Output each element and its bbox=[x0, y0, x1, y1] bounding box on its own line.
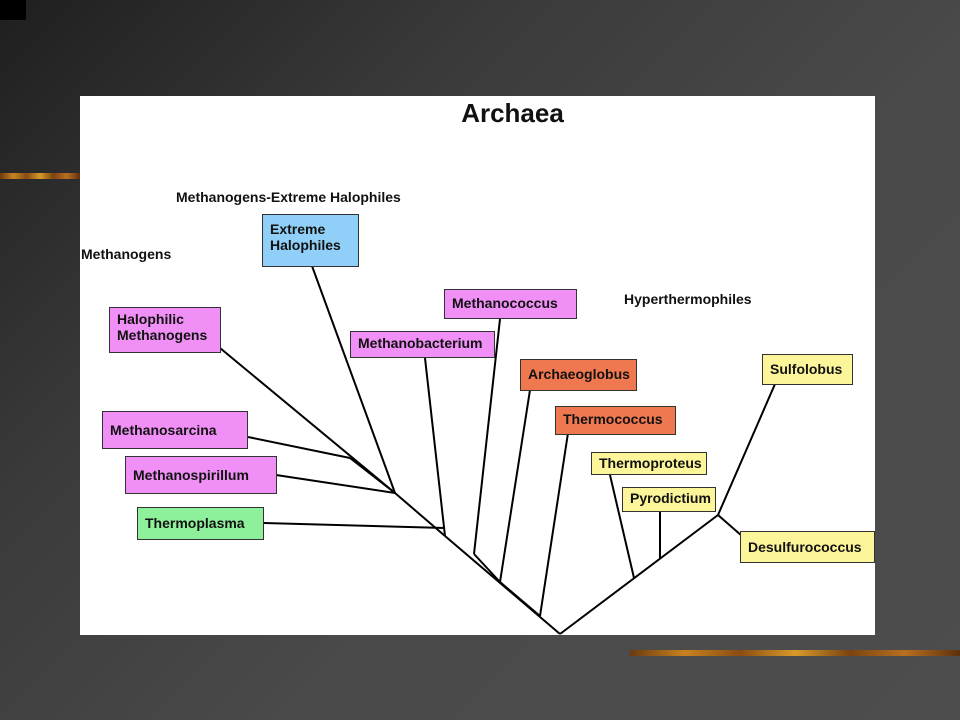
label-methanogens: Methanogens bbox=[81, 246, 172, 262]
branch-sulfolobus bbox=[717, 383, 776, 516]
branch-methanospirillum bbox=[275, 474, 396, 494]
node-label: Halophilic Methanogens bbox=[117, 311, 208, 343]
branch-extreme-halophiles bbox=[311, 265, 396, 494]
node-sulfolobus: Sulfolobus bbox=[762, 354, 853, 385]
branch-methanococcus bbox=[473, 318, 501, 555]
branch-methanobacterium bbox=[424, 357, 446, 537]
corner-square bbox=[0, 0, 26, 20]
node-methanosarcina: Methanosarcina bbox=[102, 411, 248, 449]
label-methanogens-extreme-halophiles: Methanogens-Extreme Halophiles bbox=[176, 189, 401, 205]
node-pyrodictium: Pyrodictium bbox=[622, 487, 716, 512]
branch-root-right bbox=[559, 514, 719, 635]
accent-stripe-left bbox=[0, 173, 80, 179]
diagram-title: Archaea bbox=[461, 98, 564, 128]
node-thermoplasma: Thermoplasma bbox=[137, 507, 264, 540]
node-thermococcus: Thermococcus bbox=[555, 406, 676, 435]
node-halophilic-methanogens: Halophilic Methanogens bbox=[109, 307, 221, 353]
node-methanospirillum: Methanospirillum bbox=[125, 456, 277, 494]
node-methanococcus: Methanococcus bbox=[444, 289, 577, 319]
branch-halophilic-methanogens bbox=[219, 347, 396, 494]
branch-desulfurococcus bbox=[717, 514, 743, 537]
branch-spine-upper bbox=[394, 492, 446, 537]
node-desulfurococcus: Desulfurococcus bbox=[740, 531, 875, 563]
node-archaeoglobus: Archaeoglobus bbox=[520, 359, 637, 391]
branch-archaeoglobus bbox=[499, 389, 531, 583]
label-hyperthermophiles: Hyperthermophiles bbox=[624, 291, 752, 307]
branch-thermoplasma bbox=[263, 522, 446, 529]
branch-methanosarcina bbox=[247, 436, 351, 459]
branch-spine-c bbox=[499, 581, 541, 617]
node-label: Extreme Halophiles bbox=[270, 221, 341, 253]
branch-thermoproteus bbox=[609, 474, 635, 579]
tree-branches bbox=[219, 265, 776, 635]
branch-spine-b bbox=[473, 553, 501, 583]
diagram-panel: Archaea Methanogens-Extreme Halophiles M… bbox=[80, 96, 875, 635]
node-thermoproteus: Thermoproteus bbox=[591, 452, 707, 475]
branch-thermococcus bbox=[539, 432, 569, 617]
node-methanobacterium: Methanobacterium bbox=[350, 331, 495, 358]
node-extreme-halophiles: Extreme Halophiles bbox=[262, 214, 359, 267]
accent-stripe-right bbox=[630, 650, 960, 656]
